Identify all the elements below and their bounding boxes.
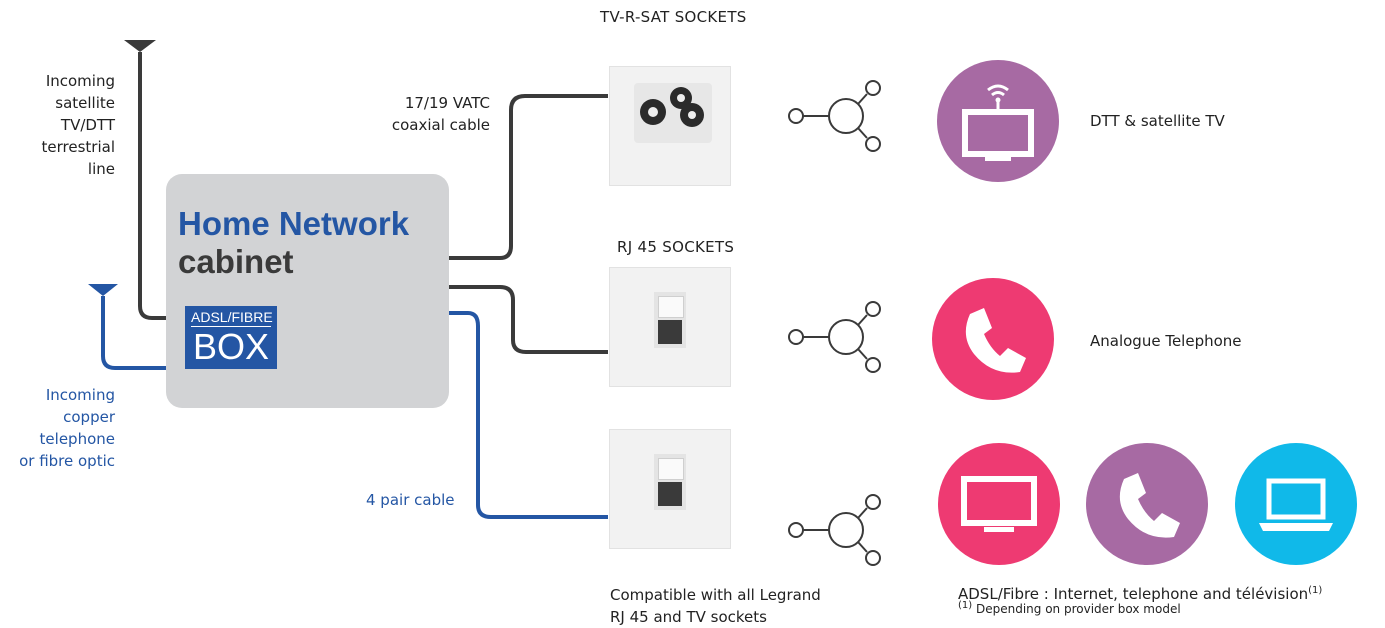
adsl-fibre-box: ADSL/FIBRE BOX [185,306,277,369]
label-line: Incoming [45,386,115,404]
label-line: line [87,160,115,178]
adsl-footnote-mark: (1) [1308,585,1323,596]
rj45-port-icon [658,482,682,506]
home-network-cabinet [166,174,449,408]
phone-adsl-circle [1086,443,1208,565]
footnote-text: Depending on provider box model [976,602,1181,616]
box-small-label: ADSL/FIBRE [191,309,273,327]
compatibility-note: Compatible with all Legrand RJ 45 and TV… [610,584,821,628]
label-line: TV/DTT [60,116,115,134]
footnote-mark: (1) [958,600,973,611]
adsl-service-label: ADSL/Fibre : Internet, telephone and tél… [958,580,1322,605]
copper-cable [101,296,168,370]
label-line: telephone [39,430,115,448]
phone-service-label: Analogue Telephone [1090,332,1242,350]
rj45-socket-multimedia [610,430,730,548]
coax-cable [449,94,608,260]
tv-sat-socket [610,67,730,185]
tv-sockets-header: TV-R-SAT SOCKETS [600,8,747,26]
label-line: or fibre optic [19,452,115,470]
satellite-antenna-marker [124,40,156,52]
tv-icon [962,84,1034,161]
tv-service-label: DTT & satellite TV [1090,112,1225,130]
laptop-icon [1259,478,1333,531]
distribution-symbol-tv [788,80,881,152]
phone-icon [965,308,1026,373]
label-line: copper [63,408,115,426]
tv-adsl-circle [938,443,1060,565]
cabinet-title-line1: Home Network [178,205,410,242]
socket-label-window [658,296,684,318]
footnote: (1) Depending on provider box model [958,600,1181,616]
cabinet-title: Home Network cabinet [178,205,409,281]
coax-port-center [688,111,696,119]
coax-cable-label: 17/19 VATC coaxial cable [370,92,490,136]
label-line: 17/19 VATC [404,94,490,112]
four-pair-cable-label: 4 pair cable [366,491,455,509]
copper-line-label: Incoming copper telephone or fibre optic [0,384,115,472]
phone-service-circle [932,278,1054,400]
coax-port-center [677,94,685,102]
coax-port-center [648,107,658,117]
copper-antenna-marker [88,284,118,296]
box-big-label: BOX [192,326,270,367]
satellite-cable [138,52,168,320]
tv-icon [961,476,1037,532]
rj45-sockets-header: RJ 45 SOCKETS [617,238,735,256]
tv-service-circle [937,60,1059,182]
label-line: Incoming [45,72,115,90]
rj45-cable [449,285,608,354]
label-line: terrestrial [41,138,115,156]
socket-label-window [658,458,684,480]
laptop-adsl-circle [1235,443,1357,565]
phone-icon [1119,473,1180,538]
label-line: coaxial cable [391,116,490,134]
label-line: RJ 45 and TV sockets [610,608,767,626]
distribution-symbol-adsl [788,494,881,566]
label-line: satellite [55,94,115,112]
rj45-socket [610,268,730,386]
label-line: Compatible with all Legrand [610,586,821,604]
distribution-symbol-phone [788,301,881,373]
satellite-line-label: Incoming satellite TV/DTT terrestrial li… [20,70,115,180]
rj45-port-icon [658,320,682,344]
adsl-label-text: ADSL/Fibre : Internet, telephone and tél… [958,585,1309,603]
four-pair-cable [449,311,608,519]
cabinet-title-line2: cabinet [178,243,294,280]
